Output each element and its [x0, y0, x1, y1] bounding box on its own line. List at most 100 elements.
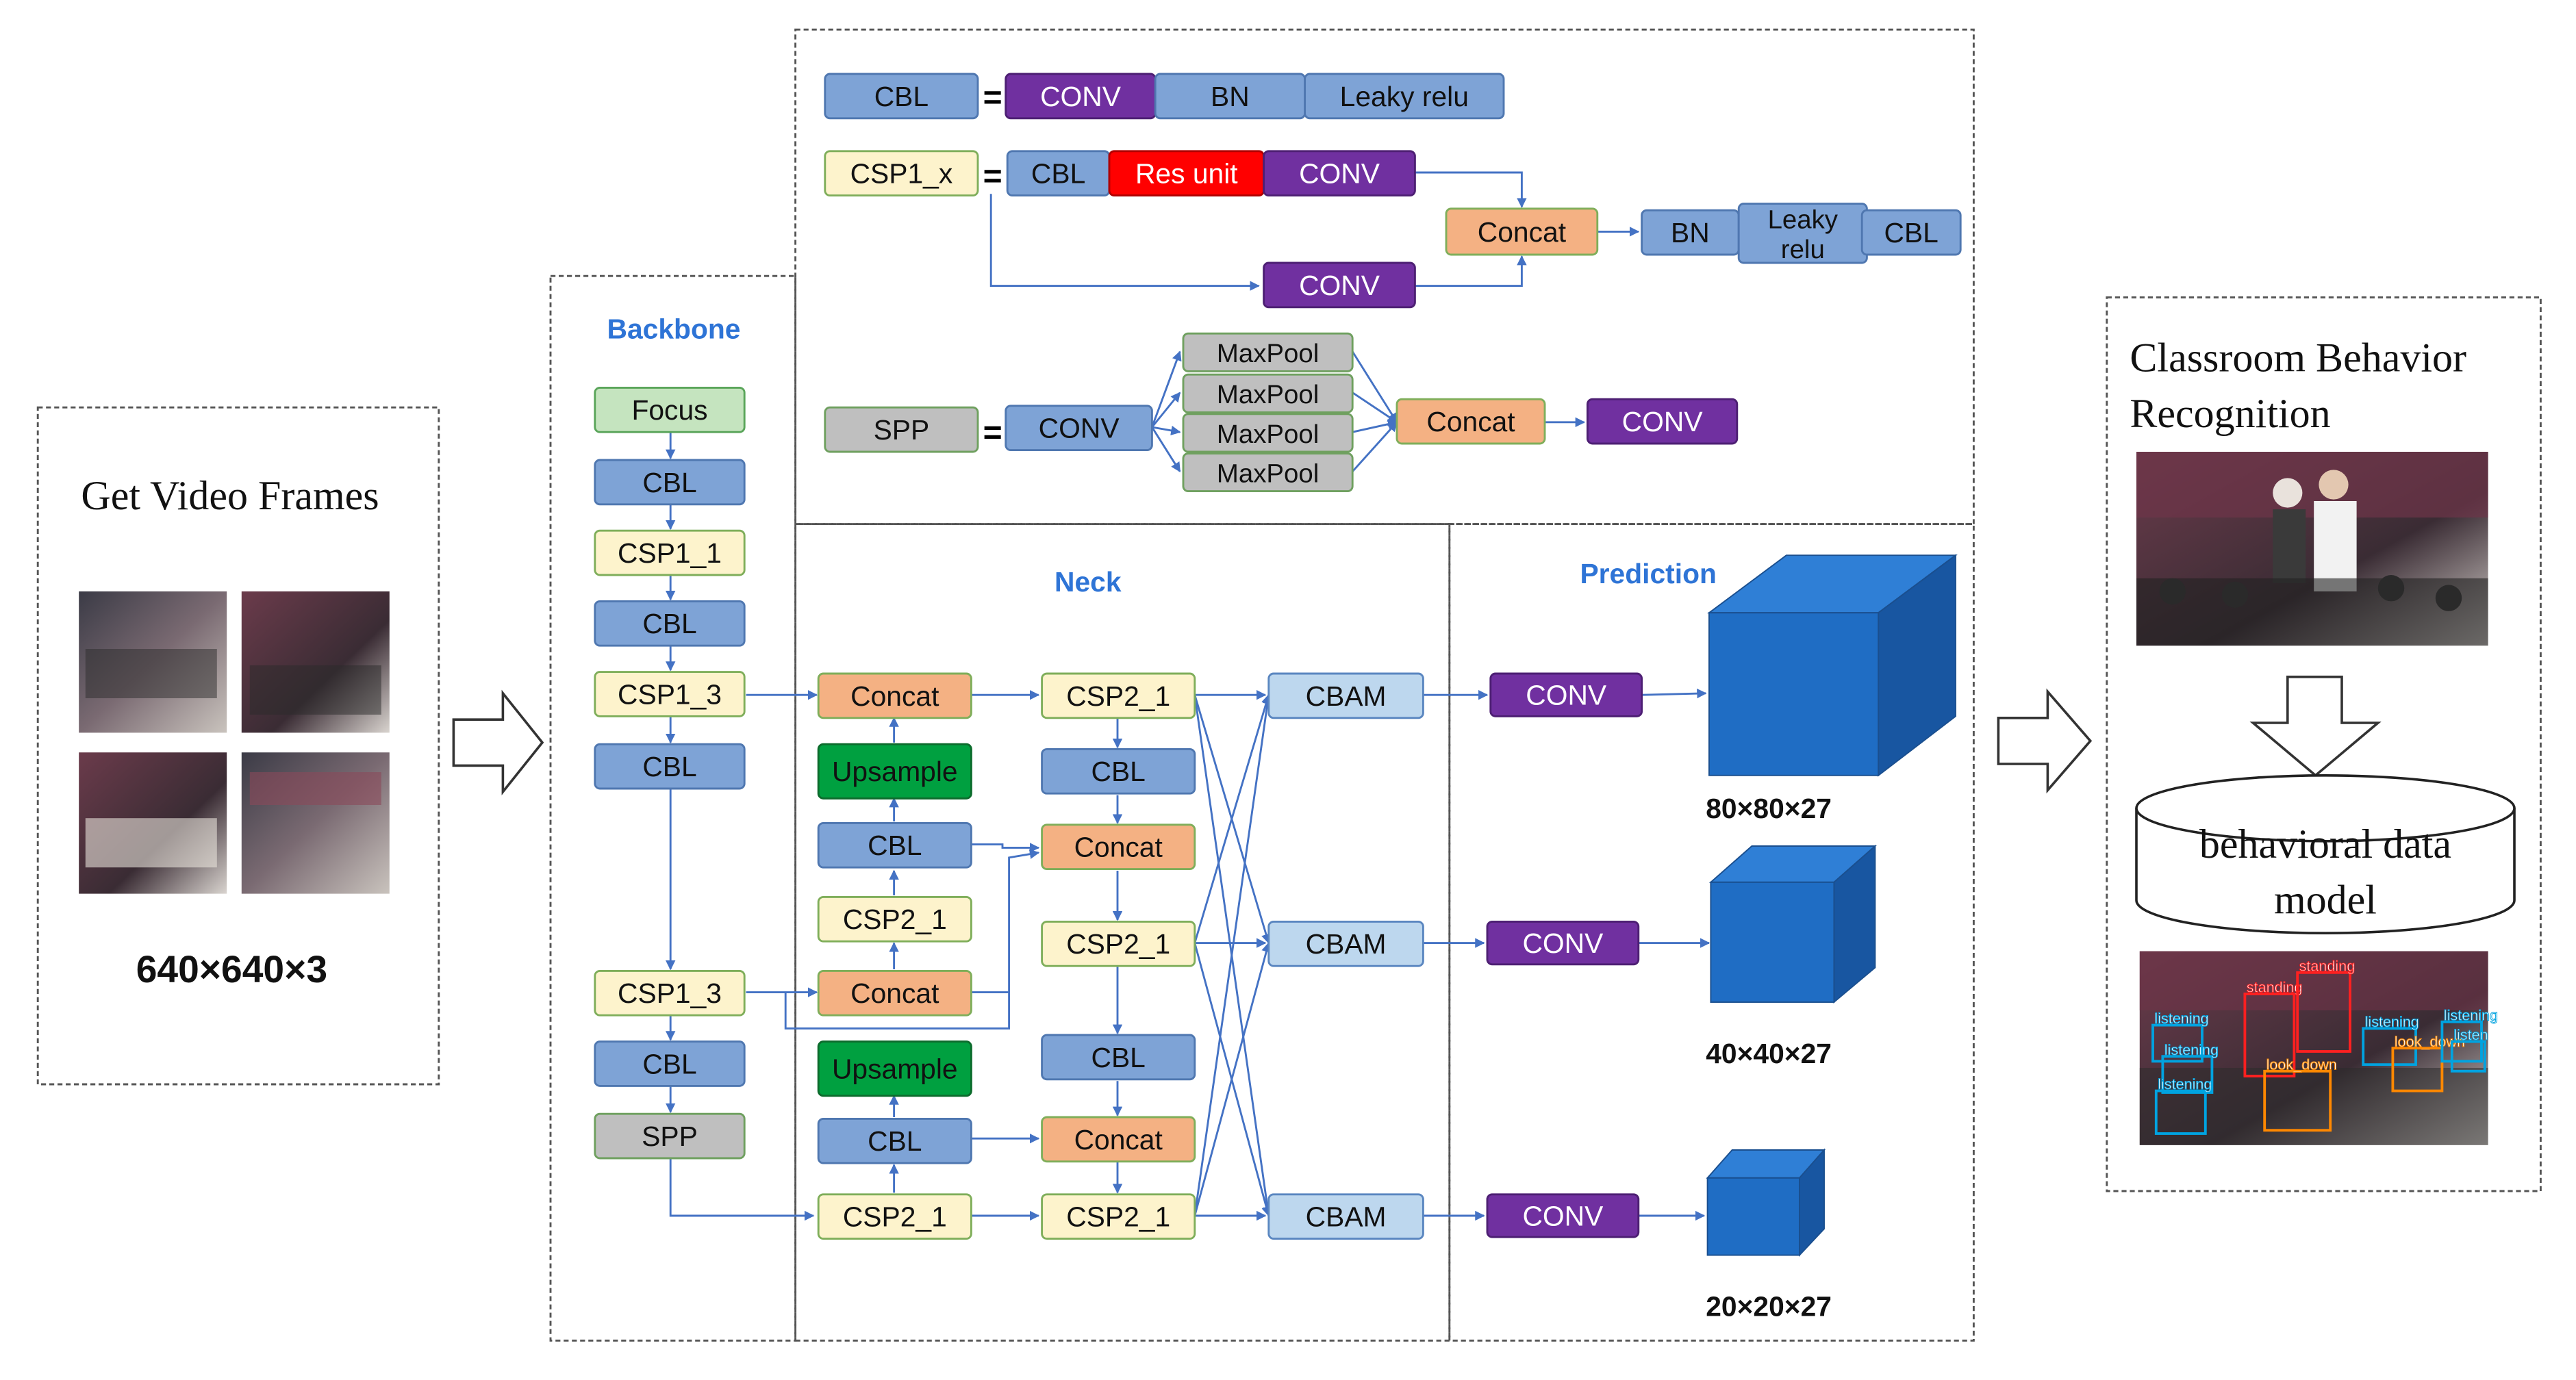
detection-photo: listeninglisteninglisteningstandingstand… [2139, 951, 2499, 1145]
backbone-block: Focus [594, 386, 746, 433]
neck-col1-block-label: Upsample [832, 756, 958, 787]
detection-box [2161, 1055, 2214, 1094]
detection-box [2362, 1027, 2417, 1066]
backbone-block-label: SPP [642, 1121, 698, 1152]
neck-title: Neck [1055, 566, 1122, 598]
legend-csp-name-label: CSP1_x [850, 158, 953, 190]
neck-col2-block-label: CBL [1091, 756, 1146, 787]
neck-col2-block-label: CBL [1091, 1042, 1146, 1073]
cube-size-label: 80×80×27 [1706, 793, 1832, 824]
legend-cbl-name-label: CBL [874, 81, 929, 112]
legend-maxpool-label: MaxPool [1217, 459, 1319, 488]
neck-col1-block: CBL [817, 821, 972, 869]
neck-col2-block: CSP2_1 [1041, 1193, 1196, 1240]
database-cylinder [2135, 774, 2516, 934]
detection-box [2263, 1069, 2332, 1132]
prediction-conv: CONV [1486, 920, 1640, 966]
cbam-block-label: CBAM [1306, 680, 1387, 712]
cbam-block-label: CBAM [1306, 928, 1387, 960]
legend-spp-concat: Concat [1396, 398, 1546, 445]
legend-csp-conv-label: CONV [1299, 158, 1380, 190]
backbone-block-label: CSP1_3 [618, 678, 722, 710]
detection-label: standing [2299, 957, 2356, 974]
neck-col2-block: Concat [1041, 823, 1196, 871]
legend-maxpool-label: MaxPool [1217, 339, 1319, 368]
cbam-block: CBAM [1267, 920, 1424, 967]
prediction-title: Prediction [1580, 558, 1716, 589]
legend-maxpool: MaxPool [1182, 413, 1354, 453]
output-title-line: Classroom Behavior [2130, 335, 2466, 380]
backbone-block-label: Focus [631, 394, 707, 426]
prediction-conv: CONV [1489, 672, 1643, 717]
output-panel [2106, 296, 2542, 1192]
prediction-conv: CONV [1486, 1193, 1640, 1238]
legend-spp-name: SPP [824, 406, 979, 453]
detection-box [2296, 971, 2351, 1053]
detection-label: standing [2247, 979, 2303, 996]
neck-col1-block: Upsample [817, 743, 972, 800]
legend-maxpool: MaxPool [1182, 452, 1354, 493]
neck-col1-block-label: Concat [850, 680, 939, 712]
prediction-conv-label: CONV [1526, 680, 1607, 711]
input-title: Get Video Frames [81, 473, 379, 518]
classroom-photo [2136, 452, 2488, 646]
backbone-block: CBL [594, 600, 746, 647]
output-cube-80 [1707, 554, 1958, 777]
detection-box [2243, 993, 2296, 1077]
backbone-block: CBL [594, 1040, 746, 1087]
backbone-block: CBL [594, 743, 746, 790]
legend-spp-conv-label: CONV [1039, 413, 1120, 444]
video-frame-thumbnails [79, 591, 390, 894]
output-cube-40 [1708, 844, 1877, 1004]
neck-col1-block: Concat [817, 672, 972, 719]
prediction-conv-label: CONV [1522, 928, 1604, 959]
neck-col2-block: CBL [1041, 1034, 1196, 1081]
prediction-panel [1448, 523, 1975, 1342]
legend-csp-cbl-tail: CBL [1860, 209, 1962, 256]
legend-maxpool: MaxPool [1182, 373, 1354, 413]
database-label-line: model [2274, 877, 2377, 922]
neck-col1-block-label: CSP2_1 [843, 904, 947, 935]
equals-sign: = [983, 159, 1002, 195]
legend-cbl-name: CBL [824, 73, 979, 120]
flow-arrow-icon [1997, 688, 2093, 794]
detection-box [2154, 1089, 2207, 1135]
neck-col1-block: CSP2_1 [817, 1193, 972, 1240]
backbone-block-label: CSP1_3 [618, 978, 722, 1009]
neck-col2-block: CSP2_1 [1041, 672, 1196, 719]
legend-cbl-leaky-label: Leaky relu [1340, 81, 1469, 112]
neck-col2-block-label: CSP2_1 [1066, 680, 1170, 712]
input-size-label: 640×640×3 [136, 948, 327, 991]
detection-box [2151, 1023, 2204, 1063]
neck-col1-block: CSP2_1 [817, 895, 972, 943]
legend-spp-conv: CONV [1005, 405, 1153, 452]
neck-col2-block: CBL [1041, 748, 1196, 795]
neck-col1-block-label: CBL [868, 1125, 922, 1157]
neck-col1-block: Upsample [817, 1040, 972, 1097]
legend-spp-out-conv-label: CONV [1622, 406, 1704, 437]
neck-col1-block: Concat [817, 969, 972, 1017]
legend-csp-bn: BN [1641, 209, 1740, 256]
flow-arrow-icon [452, 689, 544, 795]
neck-col2-block-label: Concat [1074, 1124, 1163, 1155]
legend-panel [794, 28, 1975, 526]
legend-csp-bn-label: BN [1671, 217, 1710, 248]
legend-spp-concat-label: Concat [1426, 406, 1515, 437]
detection-label: listen [2453, 1026, 2488, 1043]
neck-col1-block-label: CSP2_1 [843, 1201, 947, 1233]
backbone-block: CBL [594, 459, 746, 506]
cube-size-label: 20×20×27 [1706, 1290, 1832, 1322]
neck-col2-block-label: CSP2_1 [1066, 1201, 1170, 1233]
backbone-panel [549, 274, 797, 1342]
neck-col2-block: Concat [1041, 1116, 1196, 1163]
equals-sign: = [983, 415, 1002, 451]
detection-label: listening [2365, 1013, 2419, 1030]
output-title-line: Recognition [2130, 391, 2330, 436]
legend-cbl-bn: BN [1154, 73, 1306, 120]
detection-label: listening [2444, 1006, 2498, 1023]
cbam-block: CBAM [1267, 1193, 1424, 1240]
neck-col1-block-label: Upsample [832, 1053, 958, 1085]
